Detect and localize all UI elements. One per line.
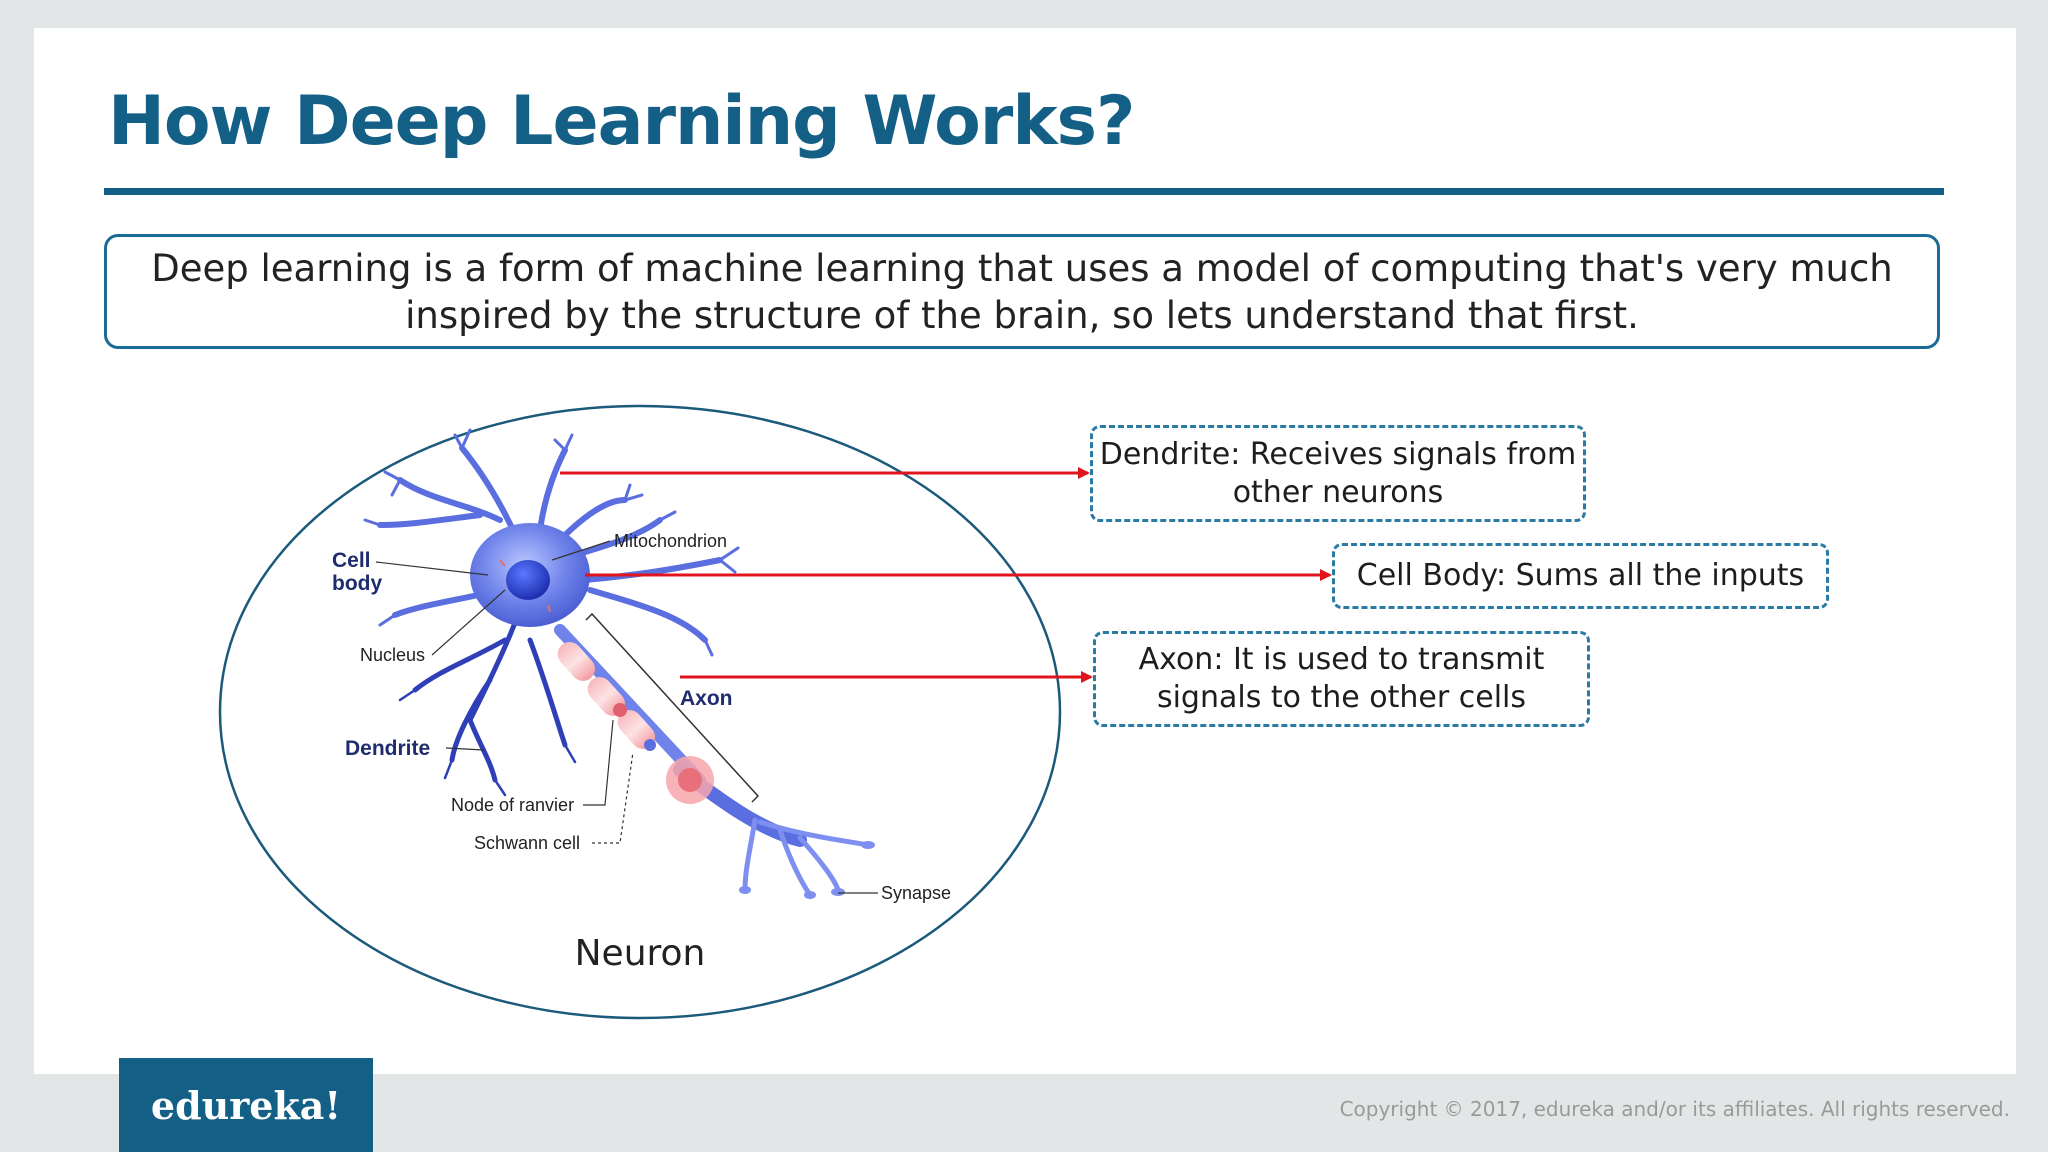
nucleus-shape [506,560,550,600]
label-schwann-cell: Schwann cell [474,833,580,853]
axon-bracket [585,612,760,803]
callout-cell-body: Cell Body: Sums all the inputs [1332,543,1829,609]
diagram-caption: Neuron [575,933,706,974]
axon-terminals [742,817,871,898]
label-synapse: Synapse [881,883,951,903]
label-mitochondrion: Mitochondrion [614,531,727,551]
copyright-notice: Copyright © 2017, edureka and/or its aff… [1339,1097,2010,1121]
label-axon: Axon [680,687,733,710]
callout-cell-body-text: Cell Body: Sums all the inputs [1356,558,1805,593]
label-nucleus: Nucleus [360,645,425,665]
callout-axon-text: Axon: It is used to transmit signals to … [1138,642,1545,715]
label-cell-body-1: Cell [332,549,371,572]
axon-shape [554,624,807,847]
callout-arrows [560,467,1332,683]
neuron-ellipse [218,404,1062,1020]
label-dendrite: Dendrite [345,737,430,760]
label-node-of-ranvier: Node of ranvier [451,795,574,815]
callout-dendrite-text: Dendrite: Receives signals from other ne… [1099,436,1577,510]
lower-dendrites [412,607,568,783]
intro-text: Deep learning is a form of machine learn… [151,246,1893,337]
logo-text: edureka! [150,1082,342,1128]
edureka-logo: edureka! [119,1058,373,1152]
slide-title: How Deep Learning Works? [108,82,1135,161]
intro-box: Deep learning is a form of machine learn… [104,234,1940,349]
label-cell-body-2: body [332,572,382,595]
callout-dendrite: Dendrite: Receives signals from other ne… [1090,425,1586,522]
callout-axon: Axon: It is used to transmit signals to … [1093,631,1590,727]
title-underline [104,188,1944,195]
